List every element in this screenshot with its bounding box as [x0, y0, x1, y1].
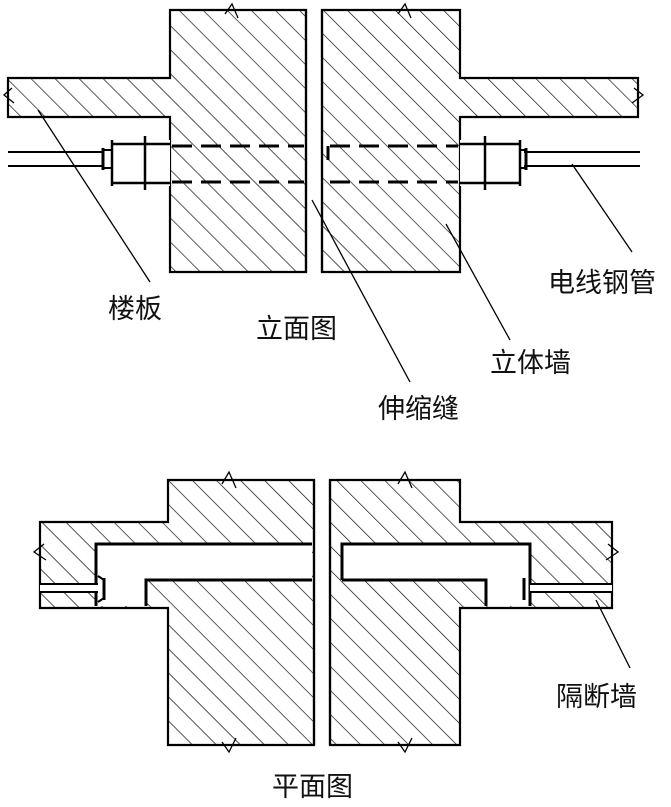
conduit-left-outside — [8, 152, 104, 166]
label-expansion-joint: 伸缩缝 — [378, 394, 459, 425]
plan-break-mark-bottom-right — [397, 737, 413, 754]
leader-expansion-joint — [311, 199, 411, 383]
label-solid-wall: 立体墙 — [490, 348, 571, 379]
plan-conduit-right — [530, 584, 612, 592]
plan-conduit-left — [40, 584, 98, 592]
plan-left-wall-block — [38, 478, 316, 747]
plan-break-mark-top-right — [397, 470, 413, 489]
break-mark-top-left — [224, 2, 239, 19]
label-elevation-view: 立面图 — [256, 314, 337, 345]
leader-partition-wall — [595, 599, 631, 669]
break-mark-top-right — [397, 2, 412, 19]
plan-break-mark-right — [605, 543, 620, 561]
leader-solid-wall — [445, 223, 511, 341]
plan-break-mark-top-left — [221, 470, 237, 489]
plan-break-mark-left — [32, 543, 47, 561]
plan-sleeve-right — [340, 542, 532, 606]
elevation-drawing: 楼板 立面图 电线钢管 立体墙 伸缩缝 — [2, 2, 656, 425]
label-electrical-conduit: 电线钢管 — [548, 268, 656, 299]
conduit-right-outside — [524, 152, 640, 166]
junction-box-left — [101, 136, 170, 190]
break-mark-slab-left — [2, 87, 15, 104]
label-partition-wall: 隔断墙 — [556, 682, 637, 713]
label-floor-slab: 楼板 — [108, 294, 162, 325]
right-wall-block — [320, 8, 640, 274]
conduit-dashed-through-wall — [172, 144, 458, 184]
leader-electrical-conduit — [571, 163, 633, 253]
junction-box-right — [460, 136, 528, 190]
plan-drawing: 隔断墙 平面图 — [32, 470, 637, 803]
plan-break-mark-bottom-left — [221, 737, 237, 754]
label-plan-view: 平面图 — [272, 772, 353, 802]
break-mark-slab-right — [631, 87, 645, 104]
leader-floor-slab — [37, 109, 151, 283]
